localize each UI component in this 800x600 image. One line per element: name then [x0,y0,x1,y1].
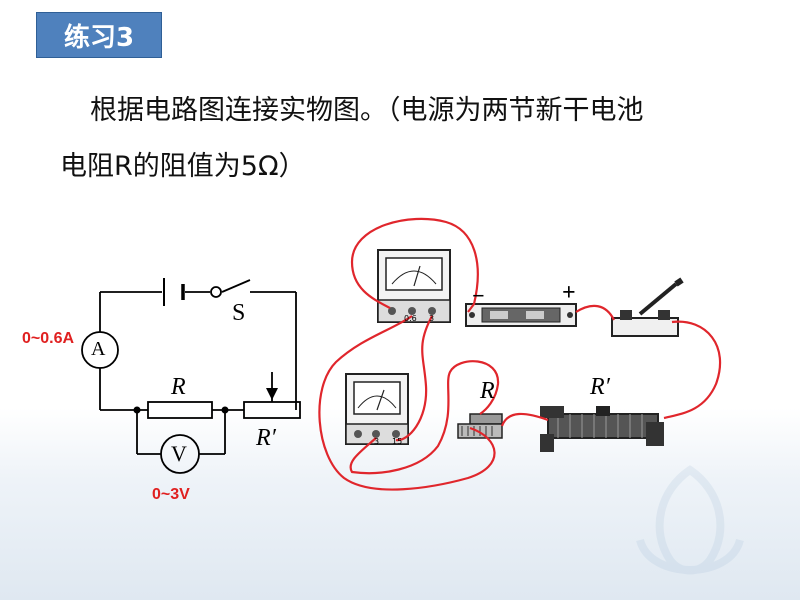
voltmeter-tick-3: 3 [374,437,380,446]
resistor-label: R [171,374,186,400]
rheostat-device [540,406,664,452]
photo-rheostat-label: R′ [590,374,610,400]
battery-minus-label: − [472,283,485,308]
rheostat-label: R′ [256,425,276,451]
red-wires [318,217,722,491]
resistor-symbol [147,401,213,419]
voltmeter-symbol [160,434,200,474]
ammeter-tick-06: 0.6 [404,314,417,323]
exercise-tag: 练习3 [36,12,162,58]
battery-plus-label: + [562,280,576,306]
switch-device [611,277,684,337]
watermark-logo [636,465,744,575]
instruction-line-2: 电阻R的阻值为5Ω） [60,151,306,182]
photo-resistor-label: R [480,378,495,404]
voltmeter-letter: V [171,441,187,466]
ammeter-symbol [81,331,119,369]
ammeter-range-label: 0~0.6A [22,330,75,347]
resistor-device [457,413,503,439]
voltmeter-range-label: 0~3V [152,486,190,503]
voltmeter-device [345,373,409,445]
switch-label: S [232,300,246,326]
ammeter-device [377,249,451,323]
instruction-line-1: 根据电路图连接实物图。（电源为两节新干电池 [90,95,644,126]
ammeter-tick-3: 3 [429,314,435,323]
voltmeter-tick-15: 15 [392,437,403,446]
battery-pack-device [465,303,577,327]
ammeter-letter: A [91,338,106,360]
slider-arrow [266,388,278,400]
